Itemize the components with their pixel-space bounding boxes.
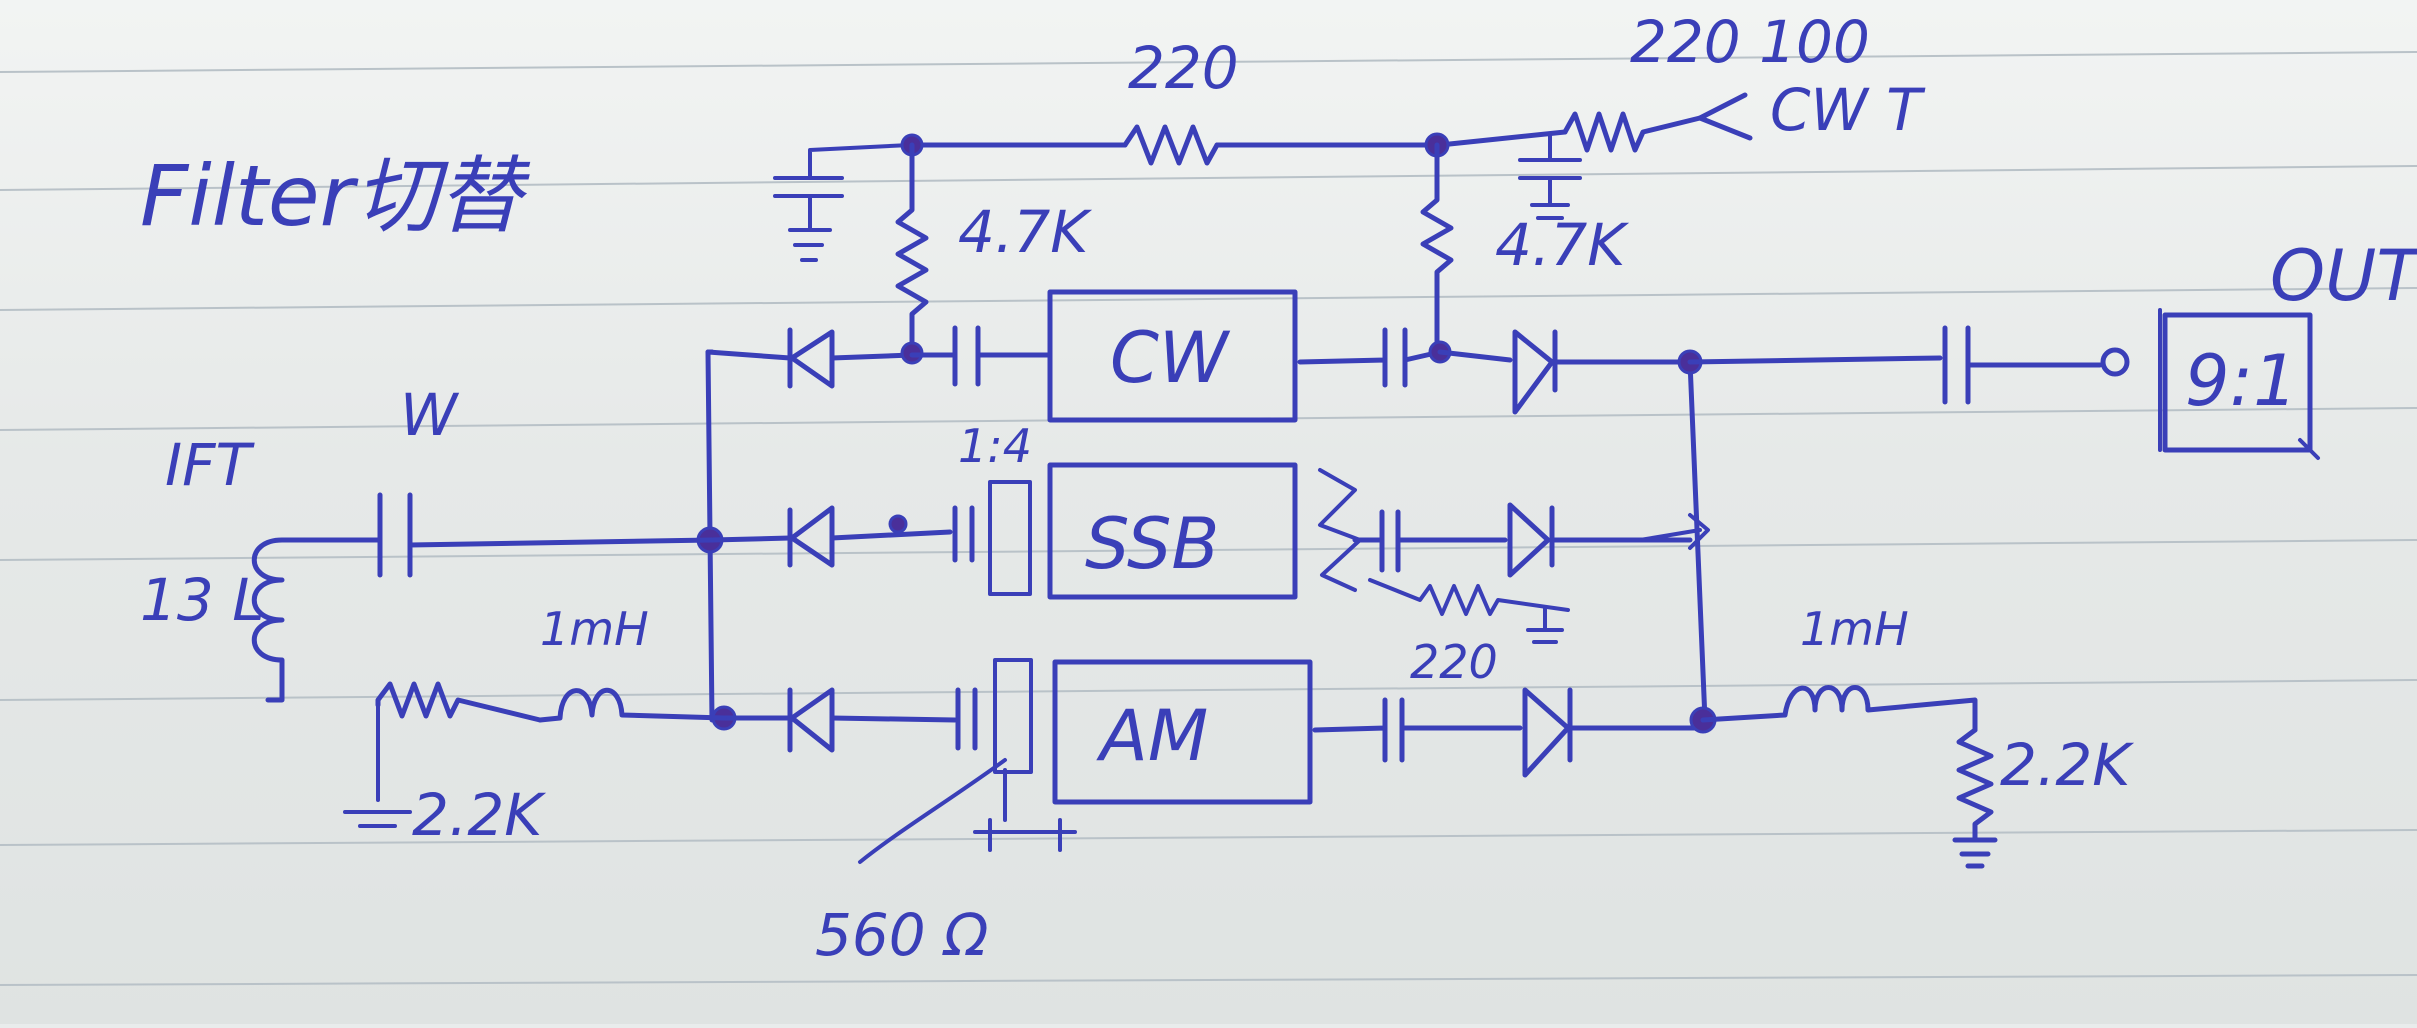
cap-output	[1942, 325, 2103, 405]
ssb-join-arrow	[1638, 513, 1710, 550]
output-line	[1687, 355, 1943, 365]
diagram-title: Filter切替	[140, 147, 531, 245]
diode-cw-in	[787, 327, 835, 389]
label-resistor-right: 2.2K	[2000, 731, 2134, 799]
label-r-top-series: 220	[1128, 34, 1239, 102]
cw-out-arrow	[1697, 92, 1753, 141]
block-cw	[1047, 289, 1298, 423]
cap-ssb-in	[952, 505, 975, 563]
top-rail	[773, 92, 1753, 262]
diode-am-out	[1522, 687, 1703, 778]
cw-row: CW	[705, 289, 1693, 423]
ssb-row: SSB 1:4 220	[709, 419, 1693, 689]
block-ssb	[1047, 462, 1298, 600]
ground-left	[343, 703, 412, 828]
resistor-left-pullup	[895, 142, 929, 355]
resistor-am-lead	[858, 758, 1007, 864]
resistor-ssb-out-label: 220	[1410, 635, 1498, 689]
resistor-top-series	[1122, 124, 1220, 166]
label-resistor-am-in: 560 Ω	[815, 901, 988, 969]
diode-cw-out	[1437, 329, 1693, 415]
block-am-label: AM	[1096, 695, 1208, 777]
resistor-right-pullup	[1420, 142, 1454, 353]
cap-am-out	[1312, 697, 1523, 763]
label-resistor-left: 2.2K	[412, 781, 546, 849]
cap-top-right	[1518, 133, 1582, 220]
label-if: IFT	[165, 431, 255, 499]
diode-ssb-in	[787, 505, 835, 568]
input-coil	[251, 537, 308, 703]
output-label: OUT	[2270, 235, 2417, 317]
resistor-right-ground	[1952, 727, 1998, 869]
label-coil: 13 L	[140, 566, 265, 634]
cap-ssb-out	[1352, 509, 1508, 573]
label-r-right-pullup: 4.7K	[1495, 211, 1629, 279]
block-ssb-label: SSB	[1085, 503, 1219, 585]
label-r-left-pullup: 4.7K	[958, 198, 1092, 266]
diode-am-in	[787, 687, 835, 753]
diode-ssb-out	[1507, 502, 1693, 578]
resistor-top-right	[1562, 111, 1703, 153]
transformer-ssb	[988, 480, 1032, 596]
ruled-lines	[0, 51, 2417, 986]
inductor-right	[1700, 685, 1978, 733]
resistor-ssb-out	[1368, 578, 1570, 616]
output-transformer	[2162, 312, 2313, 453]
label-inductor-left: 1mH	[540, 602, 649, 656]
label-r-top-right: 220 100	[1630, 8, 1870, 76]
block-am	[1052, 659, 1313, 805]
cap-cw-out	[1297, 327, 1443, 388]
resistor-left	[375, 681, 543, 723]
label-cw-out: CW T	[1770, 76, 1926, 144]
label-cap: W	[400, 381, 460, 449]
transformer-am	[993, 658, 1033, 774]
cap-am-in	[955, 687, 978, 751]
inductor-left	[537, 687, 727, 723]
trimmer-ssb	[1318, 468, 1362, 592]
cap-top-left	[773, 143, 912, 262]
label-inductor-right: 1mH	[1800, 602, 1909, 656]
am-row: AM	[721, 658, 1703, 864]
block-cw-label: CW	[1110, 317, 1231, 399]
cap-cw-in	[909, 325, 1053, 387]
output-transformer-label: 9:1	[2185, 340, 2298, 422]
cap-input	[302, 492, 715, 578]
transformer-ratio-label: 1:4	[958, 419, 1032, 473]
